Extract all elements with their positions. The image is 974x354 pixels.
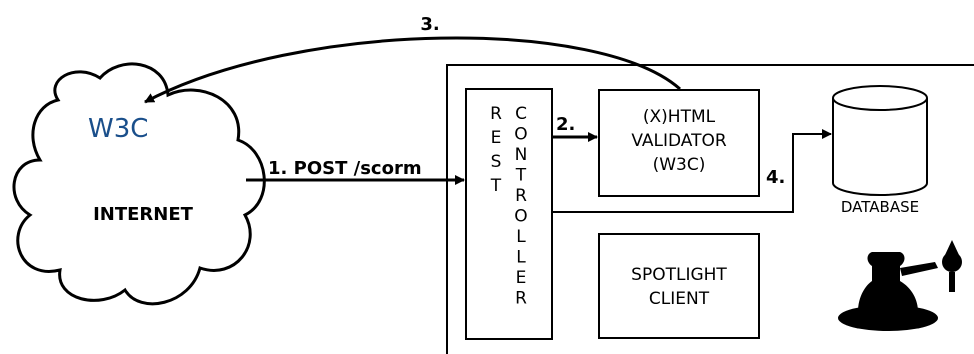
spotlight-client-box[interactable] [598, 233, 760, 339]
step1-label: 1. POST /scorm [268, 158, 422, 179]
vertical-letter: E [491, 128, 502, 148]
vertical-letter: T [490, 176, 502, 196]
vertical-letter: O [514, 207, 527, 227]
w3c-logo-text: W3C [88, 114, 148, 144]
step4-label: 4. [766, 167, 785, 188]
svg-text:W3C: W3C [88, 114, 148, 144]
database-label: DATABASE [841, 198, 919, 216]
spotlight-line2: CLIENT [649, 289, 710, 309]
server-boundary [446, 64, 974, 354]
arrow-response [144, 36, 681, 104]
buddha-silhouette-icon [838, 240, 962, 331]
step2-label: 2. [556, 114, 575, 135]
vertical-letter: C [515, 104, 527, 124]
vertical-letter: O [514, 125, 527, 145]
w3c-logo: W3C [88, 114, 148, 144]
vertical-letter: R [515, 186, 527, 206]
internet-label: INTERNET [93, 204, 194, 225]
vertical-letter: R [490, 104, 502, 124]
rest-controller-box[interactable] [465, 88, 553, 340]
spotlight-line1: SPOTLIGHT [631, 265, 727, 285]
vertical-letter: L [516, 227, 526, 247]
vertical-letter: S [491, 152, 502, 172]
internet-cloud [12, 62, 266, 306]
vertical-letter: E [516, 268, 527, 288]
validator-box[interactable] [598, 89, 760, 197]
vertical-letter: N [515, 145, 528, 165]
validator-line3: (W3C) [653, 155, 706, 175]
step3-label: 3. [420, 14, 439, 35]
arrow-store [552, 129, 832, 213]
validator-line1: (X)HTML [643, 107, 716, 127]
database-icon[interactable] [832, 85, 928, 196]
vertical-letter: T [515, 166, 527, 186]
validator-line2: VALIDATOR [631, 131, 727, 151]
vertical-letter: R [515, 289, 527, 309]
vertical-letter: L [516, 248, 526, 268]
